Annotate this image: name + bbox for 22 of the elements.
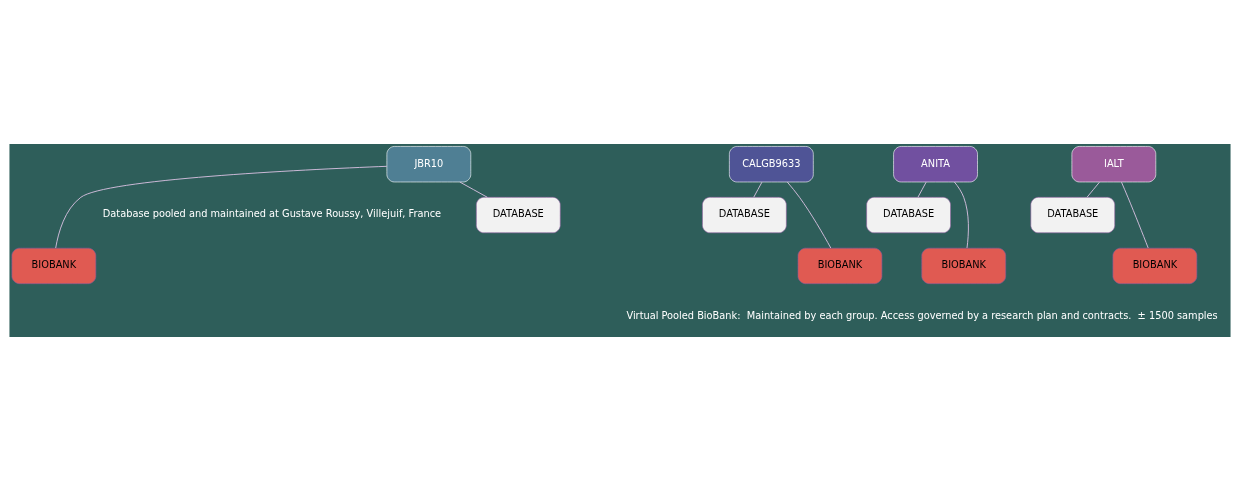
connector — [55, 165, 388, 249]
node-box: BIOBANK — [11, 247, 97, 284]
label: Database pooled and maintained at Gustave Roussy, Villejuif, France — [102, 208, 442, 220]
node-box: BIOBANK — [797, 247, 883, 284]
connector — [1121, 181, 1149, 249]
node-box: DATABASE — [476, 197, 561, 234]
connector — [917, 181, 927, 198]
node-box: BIOBANK — [1112, 247, 1198, 284]
node-box: DATABASE — [702, 197, 787, 234]
connector — [1086, 181, 1100, 198]
node-box: BIOBANK — [921, 247, 1006, 284]
node-box: DATABASE — [1030, 197, 1116, 234]
node-box: CALGB9633 — [729, 146, 814, 183]
label: Virtual Pooled BioBank: Maintained by each group. Access governed by a research plan and contracts. ± 1500 samples — [626, 310, 1218, 322]
connector — [753, 181, 763, 198]
node-box: JBR10 — [386, 146, 472, 183]
connector — [786, 181, 832, 249]
connector — [459, 181, 488, 198]
node-box: IALT — [1071, 146, 1157, 183]
node-box: DATABASE — [866, 197, 951, 234]
node-box: ANITA — [893, 146, 978, 183]
connector — [953, 181, 969, 249]
